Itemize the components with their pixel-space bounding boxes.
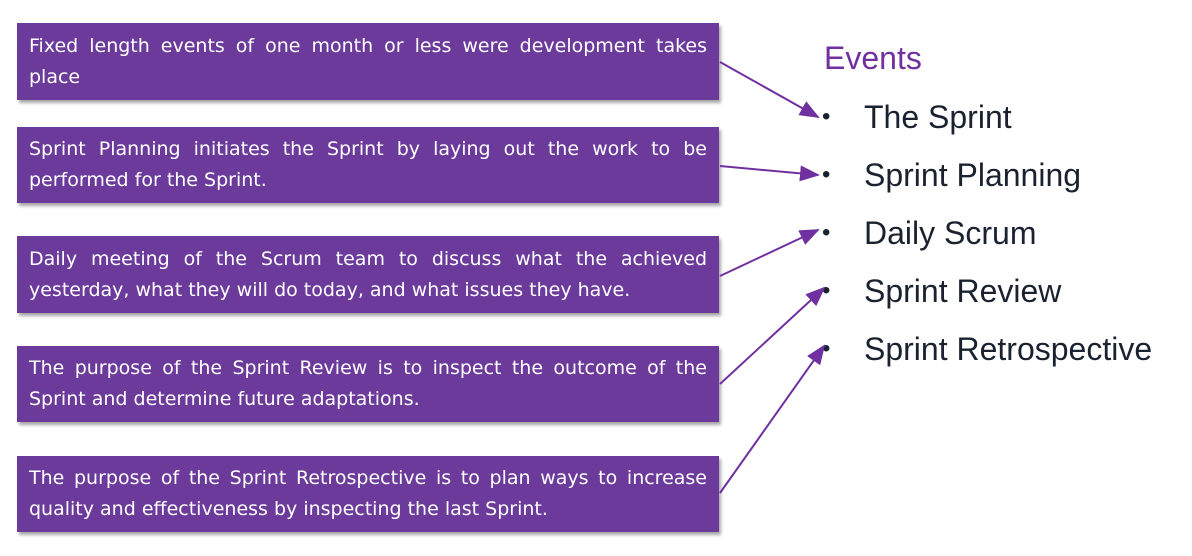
bullet-icon: •: [822, 161, 831, 188]
description-box-sprint-retrospective: The purpose of the Sprint Retrospective …: [17, 456, 719, 532]
events-title: Events: [824, 40, 922, 76]
description-text: The purpose of the Sprint Review is to i…: [29, 357, 707, 410]
description-text: The purpose of the Sprint Retrospective …: [29, 467, 707, 520]
description-text: Fixed length events of one month or less…: [29, 34, 707, 88]
event-label: Sprint Planning: [864, 157, 1082, 193]
event-item-daily-scrum: • Daily Scrum: [820, 210, 1152, 268]
description-text: Sprint Planning initiates the Sprint by …: [29, 138, 707, 191]
event-label: Sprint Review: [864, 273, 1062, 309]
arrow-sprint-retrospective: [719, 344, 826, 494]
arrow-the-sprint: [719, 61, 820, 118]
description-box-the-sprint: Fixed length events of one month or less…: [17, 23, 719, 100]
event-label: Daily Scrum: [864, 215, 1037, 251]
description-box-sprint-planning: Sprint Planning initiates the Sprint by …: [17, 127, 719, 203]
arrow-daily-scrum: [719, 229, 820, 277]
bullet-icon: •: [822, 219, 831, 246]
arrow-sprint-planning: [719, 165, 820, 182]
description-box-daily-scrum: Daily meeting of the Scrum team to discu…: [17, 236, 719, 313]
event-item-the-sprint: • The Sprint: [820, 94, 1152, 152]
events-list: • The Sprint • Sprint Planning • Daily Scru…: [820, 94, 1152, 384]
event-item-sprint-planning: • Sprint Planning: [820, 152, 1152, 210]
bullet-icon: •: [822, 103, 831, 130]
bullet-icon: •: [822, 335, 831, 362]
bullet-icon: •: [822, 277, 831, 304]
event-label: Sprint Retrospective: [864, 331, 1153, 367]
description-text: Daily meeting of the Scrum team to discu…: [29, 247, 707, 301]
description-box-sprint-review: The purpose of the Sprint Review is to i…: [17, 346, 719, 422]
event-label: The Sprint: [864, 99, 1012, 135]
arrow-sprint-review: [719, 286, 826, 385]
event-item-sprint-retrospective: • Sprint Retrospective: [820, 326, 1152, 384]
event-item-sprint-review: • Sprint Review: [820, 268, 1152, 326]
